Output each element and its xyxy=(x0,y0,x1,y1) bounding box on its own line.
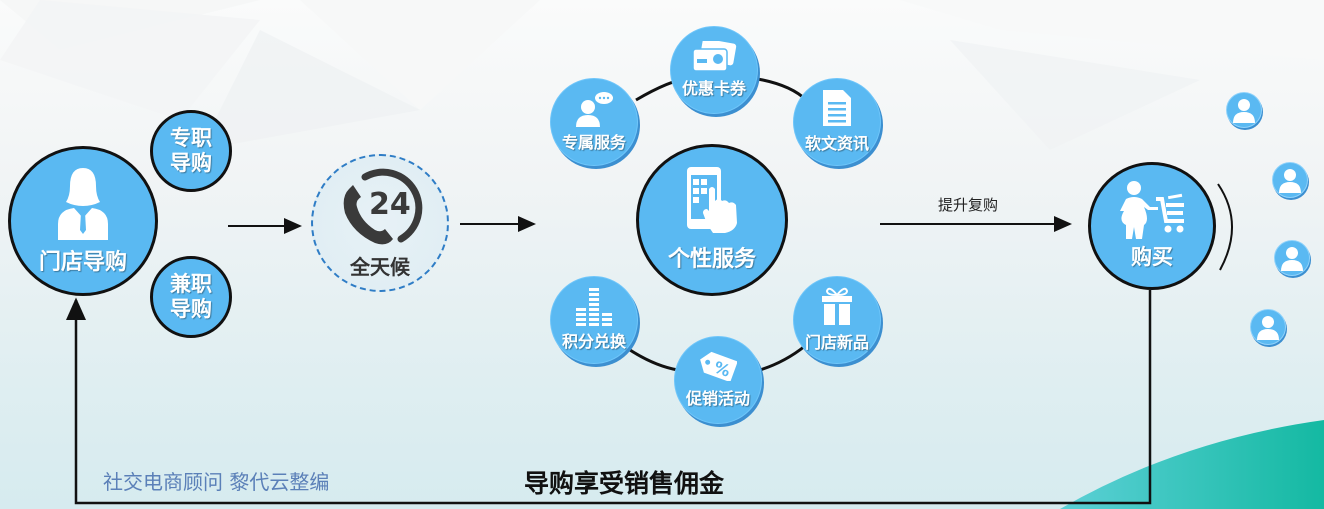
customer-user-icon xyxy=(1272,162,1308,198)
all-day-node[interactable]: 24 全天候 xyxy=(311,154,449,292)
coupon-node[interactable]: 优惠卡券 xyxy=(670,26,758,114)
document-icon xyxy=(823,90,851,126)
full-time-label-line1: 专职 xyxy=(170,126,212,150)
promotion-label: 促销活动 xyxy=(685,389,750,408)
points-exchange-node[interactable]: 积分兑换 xyxy=(550,276,638,364)
full-time-label-line2: 导购 xyxy=(170,151,212,175)
store-guide-node[interactable]: 门店导购 xyxy=(8,146,158,296)
full-time-guide-node[interactable]: 专职 导购 xyxy=(150,110,232,192)
commission-title: 导购享受销售佣金 xyxy=(524,469,725,498)
personalized-service-node[interactable]: 个性服务 xyxy=(636,144,788,296)
exclusive-service-node[interactable]: 专属服务 xyxy=(550,78,638,166)
store-guide-label: 门店导购 xyxy=(38,250,127,275)
part-time-guide-node[interactable]: 兼职 导购 xyxy=(150,256,232,338)
store-new-product-label: 门店新品 xyxy=(804,333,869,352)
article-news-label: 软文资讯 xyxy=(804,134,869,153)
arrow-label-increase-repurchase: 提升复购 xyxy=(938,196,999,214)
exclusive-service-label: 专属服务 xyxy=(561,133,626,152)
phone-24-icon: 24 xyxy=(335,167,425,249)
customer-user-icon xyxy=(1226,92,1262,128)
female-staff-icon xyxy=(58,168,108,240)
personalized-service-label: 个性服务 xyxy=(667,247,756,272)
discount-tag-icon: % xyxy=(700,351,737,381)
customer-user-icon xyxy=(1274,240,1310,276)
phone-24-number: 24 xyxy=(369,186,411,222)
part-time-label-line2: 导购 xyxy=(170,297,212,321)
cards-icon xyxy=(692,41,737,72)
all-day-label: 全天候 xyxy=(350,254,410,279)
purchase-label: 购买 xyxy=(1131,245,1173,269)
coin-stack-icon xyxy=(576,288,612,326)
shopper-cart-icon xyxy=(1120,181,1184,239)
promotion-node[interactable]: % 促销活动 xyxy=(674,336,762,424)
points-exchange-label: 积分兑换 xyxy=(561,332,626,351)
gift-icon xyxy=(822,287,852,325)
part-time-label-line1: 兼职 xyxy=(170,272,212,296)
store-new-product-node[interactable]: 门店新品 xyxy=(793,276,881,364)
coupon-label: 优惠卡券 xyxy=(681,79,746,98)
phone-touch-icon xyxy=(687,167,737,233)
customer-user-icon xyxy=(1250,309,1286,345)
svg-text:%: % xyxy=(711,357,733,380)
credit-text: 社交电商顾问 黎代云整编 xyxy=(103,470,330,494)
article-news-node[interactable]: 软文资讯 xyxy=(793,78,881,166)
person-chat-icon xyxy=(576,92,613,127)
purchase-node[interactable]: 购买 xyxy=(1088,162,1216,290)
